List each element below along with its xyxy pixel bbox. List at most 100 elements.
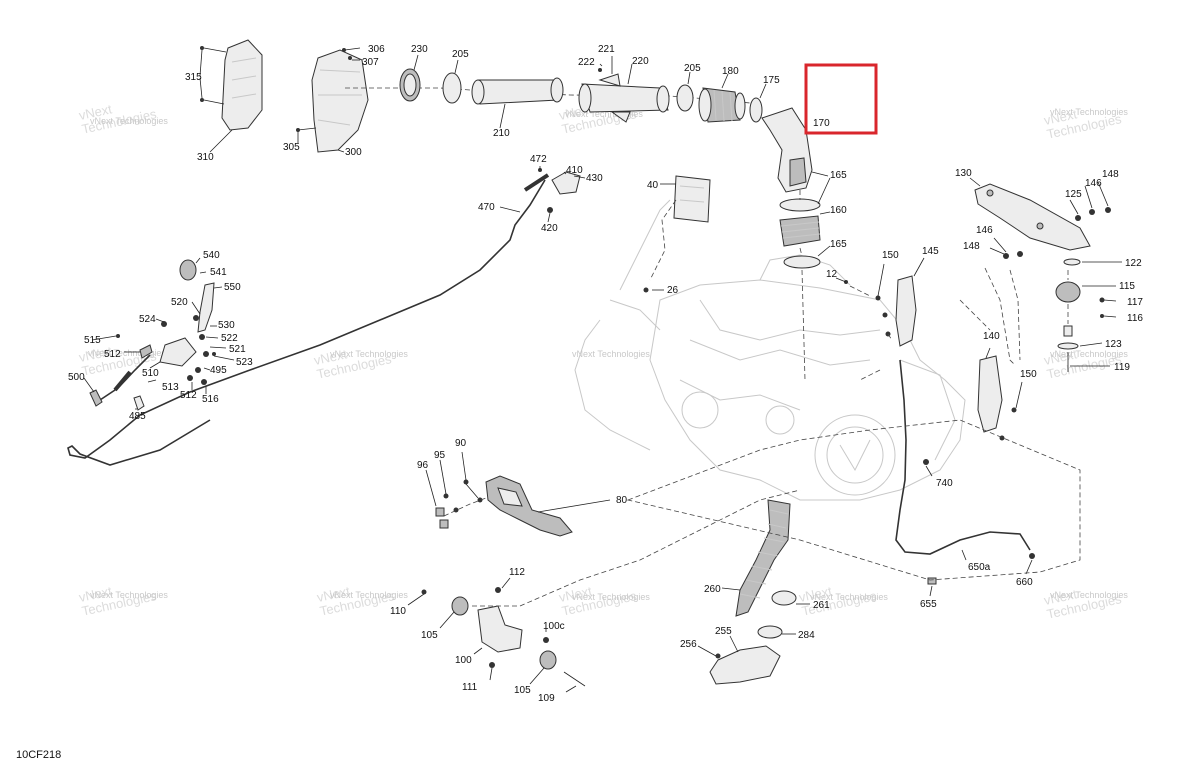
part-205-clamp-b [676, 84, 694, 112]
part-115-mount [1055, 281, 1081, 303]
label-130: 130 [955, 168, 972, 179]
label-146-a: 146 [1085, 178, 1102, 189]
svg-text:vNext Technologies: vNext Technologies [1050, 349, 1128, 359]
label-230: 230 [411, 44, 428, 55]
part-170-elbow-duct [761, 107, 813, 193]
svg-text:vNext Technologies: vNext Technologies [90, 590, 168, 600]
label-100: 100 [455, 655, 472, 666]
part-255-elbow [709, 645, 781, 685]
label-284: 284 [798, 630, 815, 641]
label-221: 221 [598, 44, 615, 55]
throttle-assembly-500-group [89, 259, 216, 411]
svg-text:vNext: vNext [1043, 106, 1079, 128]
label-515: 515 [84, 335, 101, 346]
part-145-bracket [895, 275, 917, 347]
part-230-coupler [399, 68, 421, 102]
engine-ghost-outline [574, 199, 966, 501]
label-300: 300 [345, 147, 362, 158]
part-140-bracket [977, 355, 1003, 433]
svg-text:vNext Technologies: vNext Technologies [810, 592, 888, 602]
label-522: 522 [221, 333, 238, 344]
label-485: 485 [129, 411, 146, 422]
label-430: 430 [586, 173, 603, 184]
label-512-a: 512 [104, 349, 121, 360]
diagram-reference-code: 10CF218 [16, 749, 61, 761]
svg-text:vNext: vNext [78, 101, 114, 123]
svg-text:vNext: vNext [798, 583, 834, 605]
part-300-airbox [311, 49, 369, 153]
label-222: 222 [578, 57, 595, 68]
label-26: 26 [667, 285, 679, 296]
part-160-sleeve [779, 215, 821, 247]
label-260: 260 [704, 584, 721, 595]
part-650a-harness [895, 359, 1031, 555]
part-number-labels: 315 310 306 307 305 300 230 205 210 221 … [68, 44, 1143, 704]
label-100c: 100c [543, 621, 565, 632]
label-516: 516 [202, 394, 219, 405]
label-420: 420 [541, 223, 558, 234]
label-148-a: 148 [1102, 169, 1119, 180]
label-105-b: 105 [514, 685, 531, 696]
label-175: 175 [763, 75, 780, 86]
label-530: 530 [218, 320, 235, 331]
svg-text:vNext: vNext [558, 583, 594, 605]
part-410-bracket [551, 171, 581, 195]
label-109: 109 [538, 693, 555, 704]
label-655: 655 [920, 599, 937, 610]
label-512-b: 512 [180, 390, 197, 401]
label-122: 122 [1125, 258, 1142, 269]
label-160: 160 [830, 205, 847, 216]
svg-text:vNext Technologies: vNext Technologies [90, 116, 168, 126]
label-115: 115 [1119, 281, 1135, 292]
svg-text:vNext Technologies: vNext Technologies [572, 349, 650, 359]
label-165-bottom: 165 [830, 239, 847, 250]
label-307: 307 [362, 57, 379, 68]
label-170: 170 [813, 118, 830, 129]
label-40: 40 [647, 180, 659, 191]
label-123: 123 [1105, 339, 1122, 350]
part-205-clamp [442, 72, 462, 104]
label-523: 523 [236, 357, 253, 368]
part-470-cable [67, 179, 546, 466]
label-165-top: 165 [830, 170, 847, 181]
svg-text:vNext Technologies: vNext Technologies [565, 109, 643, 119]
part-310-cover [221, 39, 263, 131]
label-261: 261 [813, 600, 830, 611]
part-130-crossmember [974, 183, 1091, 251]
label-140: 140 [983, 331, 1000, 342]
label-111: 111 [462, 682, 478, 693]
svg-text:vNext Technologies: vNext Technologies [572, 592, 650, 602]
svg-text:vNext Technologies: vNext Technologies [1050, 590, 1128, 600]
label-150-a: 150 [882, 250, 899, 261]
part-261-clamp [771, 590, 797, 606]
svg-text:vNext: vNext [78, 583, 114, 605]
part-122-washer [1063, 258, 1081, 266]
highlight-box-part-170 [804, 63, 878, 135]
part-80-bracket [485, 475, 573, 537]
label-520: 520 [171, 297, 188, 308]
label-210: 210 [493, 128, 510, 139]
svg-text:vNext Technologies: vNext Technologies [330, 349, 408, 359]
label-125: 125 [1065, 189, 1082, 200]
label-540: 540 [203, 250, 220, 261]
part-284-clamp [757, 625, 783, 639]
label-410: 410 [566, 165, 583, 176]
svg-text:vNext: vNext [78, 343, 114, 365]
label-150-b: 150 [1020, 369, 1037, 380]
part-105-bushing-b [539, 650, 557, 670]
label-180: 180 [722, 66, 739, 77]
label-495: 495 [210, 365, 227, 376]
part-260-intake-tube [735, 499, 791, 617]
label-12: 12 [826, 269, 838, 280]
svg-text:vNext: vNext [1043, 346, 1079, 368]
label-315: 315 [185, 72, 202, 83]
svg-text:vNext: vNext [313, 346, 349, 368]
label-472: 472 [530, 154, 547, 165]
part-165-clamp-top [779, 198, 821, 212]
label-255: 255 [715, 626, 732, 637]
label-256: 256 [680, 639, 697, 650]
part-220-intake-pipe [578, 73, 670, 123]
label-513: 513 [162, 382, 179, 393]
part-180-bellows [698, 87, 746, 123]
